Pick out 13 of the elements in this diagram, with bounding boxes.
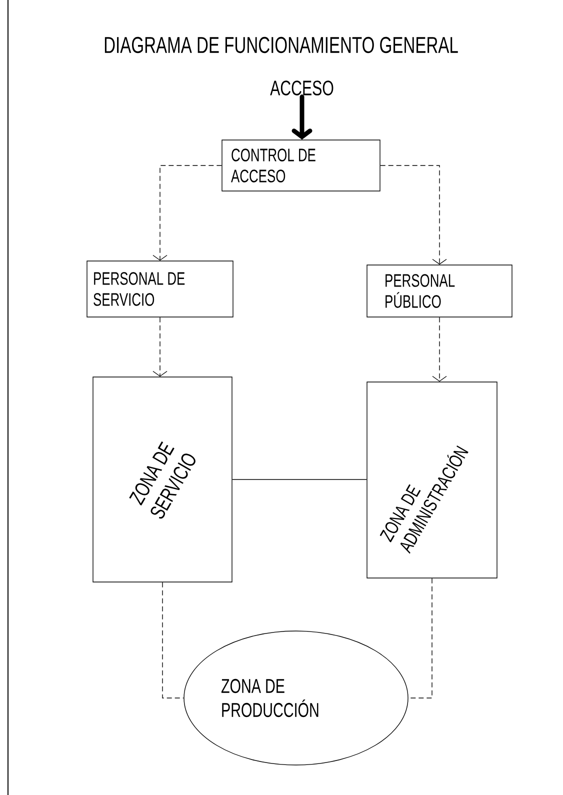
arrow (292, 94, 312, 140)
arrow (380, 165, 447, 265)
arrow (432, 317, 447, 382)
arrow (152, 317, 168, 377)
process-box: CONTROL DE ACCESO (222, 140, 380, 192)
connector-line (162, 582, 184, 698)
title: DIAGRAMA DE FUNCIONAMIENTO GENERAL (104, 36, 458, 54)
connector-line (232, 479, 367, 480)
process-box: PERSONAL PÚBLICO (366, 264, 512, 318)
access-label: ACCESO (270, 80, 334, 96)
process-box: PERSONAL DE SERVICIO (86, 260, 234, 318)
connector-line (408, 578, 432, 698)
arrow (152, 165, 222, 261)
